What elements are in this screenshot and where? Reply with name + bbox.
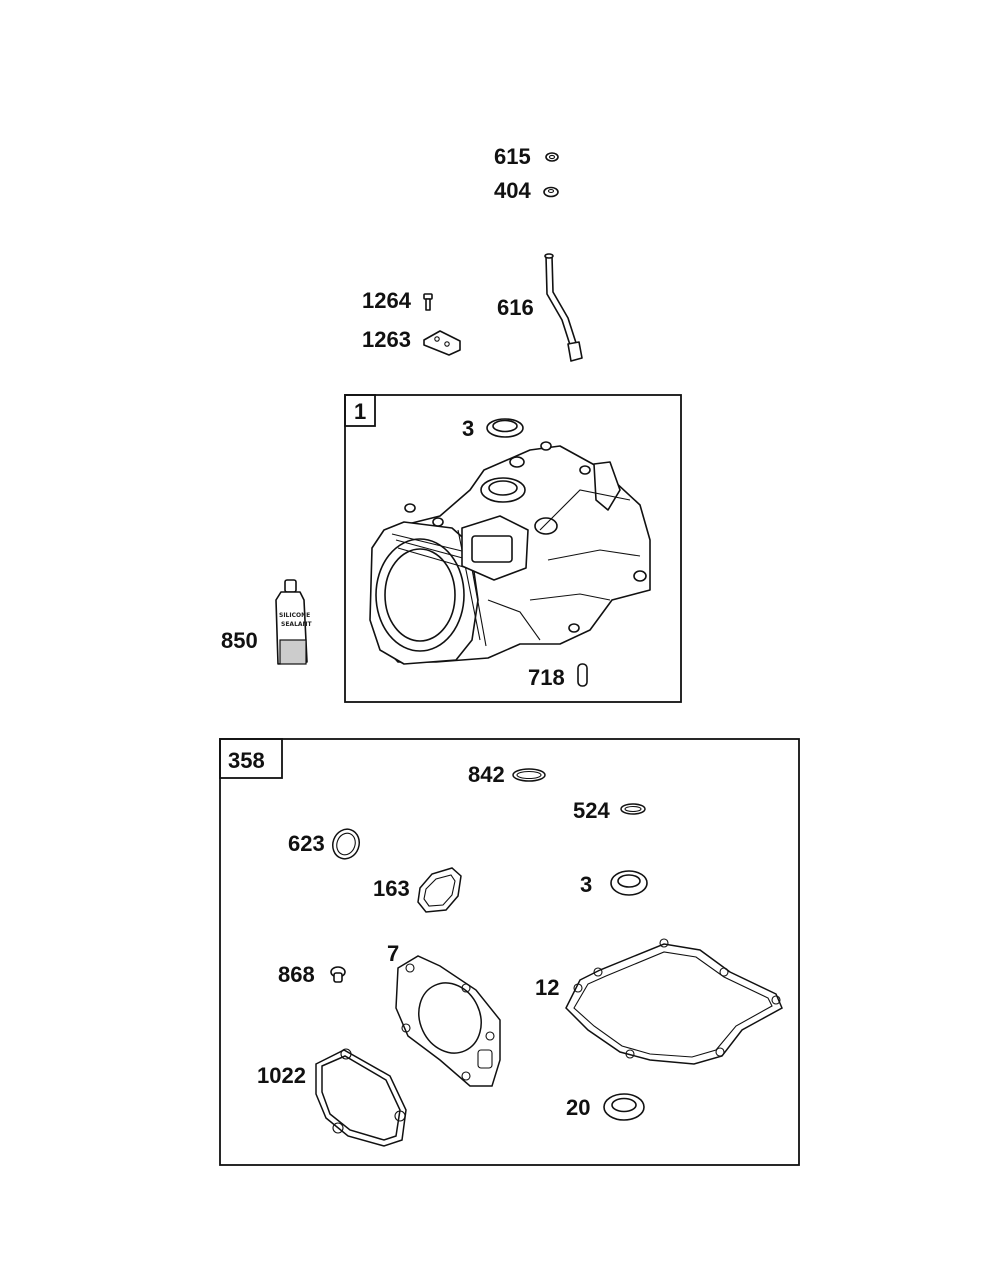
callout-404: 404 <box>494 178 531 203</box>
screw-1264-icon <box>423 293 433 311</box>
cylinder-block-icon <box>369 441 651 665</box>
dowel-pin-718-icon <box>577 663 588 687</box>
o-ring-524-icon <box>620 803 646 815</box>
crankcase-gasket-12-icon <box>565 938 783 1065</box>
callout-3-bottom: 3 <box>580 872 592 897</box>
callout-12: 12 <box>535 975 559 1000</box>
callout-524: 524 <box>573 798 610 823</box>
gasket-set-box-label: 358 <box>228 748 265 773</box>
nut-615-icon <box>545 152 559 162</box>
callout-616: 616 <box>497 295 534 320</box>
oil-seal-20-icon <box>603 1093 645 1121</box>
callout-1264: 1264 <box>362 288 412 313</box>
oil-seal-3-kit-icon <box>610 870 648 896</box>
callout-3-top: 3 <box>462 416 474 441</box>
sealant-tube-line2: SEALANT <box>281 621 313 628</box>
callout-850: 850 <box>221 628 258 653</box>
cylinder-box-tag <box>344 394 376 427</box>
head-gasket-7-icon <box>395 955 501 1087</box>
sealant-tube-850-icon: SILICONE SEALANT <box>275 579 313 665</box>
callout-163: 163 <box>373 876 410 901</box>
dipstick-tube-616-icon <box>544 253 583 362</box>
callout-623: 623 <box>288 831 325 856</box>
o-ring-842-icon <box>512 768 546 782</box>
o-ring-623-icon <box>332 828 360 860</box>
valve-cover-gasket-1022-icon <box>315 1048 407 1147</box>
sealant-tube-line1: SILICONE <box>279 612 310 619</box>
callout-842: 842 <box>468 762 505 787</box>
plug-868-icon <box>330 966 346 983</box>
oil-seal-3-icon <box>486 418 524 438</box>
cylinder-box <box>344 394 682 703</box>
callout-1263: 1263 <box>362 327 411 352</box>
callout-868: 868 <box>278 962 315 987</box>
callout-7: 7 <box>387 941 399 966</box>
cylinder-box-label: 1 <box>354 399 366 424</box>
gasket-set-box <box>219 738 800 1166</box>
washer-404-icon <box>543 186 559 198</box>
gasket-163-icon <box>417 867 462 913</box>
bracket-1263-icon <box>423 330 461 356</box>
callout-1022: 1022 <box>257 1063 306 1088</box>
callout-20: 20 <box>566 1095 590 1120</box>
callout-718: 718 <box>528 665 565 690</box>
callout-615: 615 <box>494 144 531 169</box>
gasket-set-box-tag <box>219 738 283 779</box>
